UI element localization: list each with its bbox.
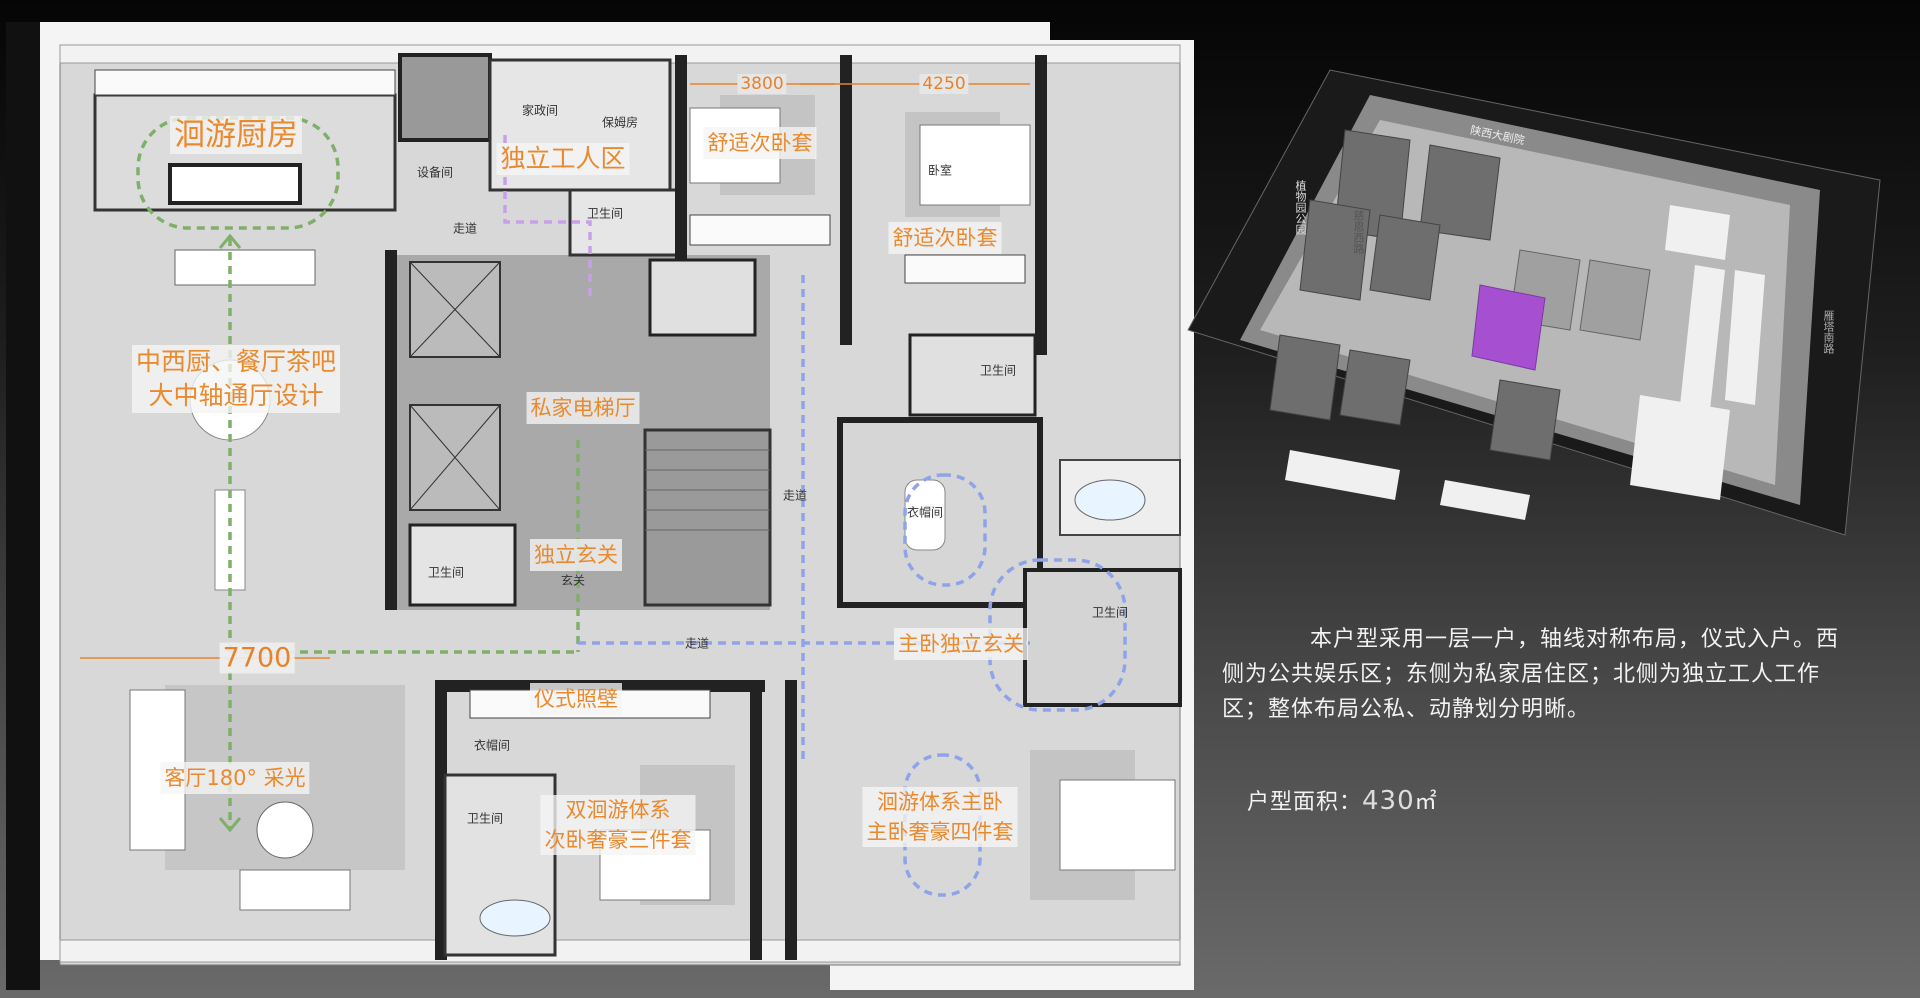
label-bedroom-a: 舒适次卧套 <box>703 127 817 159</box>
area-unit: ㎡ <box>1414 790 1438 815</box>
site-map <box>1187 69 1881 536</box>
bar-counter <box>174 249 316 286</box>
room-entry: 玄关 <box>560 573 586 588</box>
dimension-7700: 7700 <box>219 642 295 674</box>
worker-path <box>503 135 592 300</box>
room-bath-5: 卫生间 <box>466 811 504 826</box>
label-worker-zone: 独立工人区 <box>496 143 630 175</box>
bathtub <box>479 899 551 937</box>
room-closet-2: 衣帽间 <box>473 738 511 753</box>
label-elevator-hall: 私家电梯厅 <box>526 392 640 424</box>
closet-room <box>837 417 1043 608</box>
label-master-line2: 主卧奢豪四件套 <box>866 820 1014 844</box>
road-label-park: 植物园公园 <box>1294 180 1307 235</box>
bed-2 <box>919 124 1031 206</box>
label-dining-line1: 中西厨、餐厅茶吧 <box>135 347 337 376</box>
label-suite-line1: 双洄游体系 <box>565 798 671 822</box>
room-corridor-2: 走道 <box>782 488 808 503</box>
label-living: 客厅180° 采光 <box>160 762 310 794</box>
label-dining: 中西厨、餐厅茶吧 大中轴通厅设计 <box>131 345 341 413</box>
wardrobe <box>689 214 831 246</box>
dimension-3800: 3800 <box>737 74 787 94</box>
label-bedroom-b: 舒适次卧套 <box>888 222 1002 254</box>
label-dining-line2: 大中轴通厅设计 <box>148 381 324 410</box>
stairs <box>643 428 772 607</box>
room-closet-1: 衣帽间 <box>906 505 944 520</box>
kitchen-island <box>168 163 302 205</box>
label-master-line1: 洄游体系主卧 <box>877 790 1003 814</box>
road-label-west: 慈恩西路 <box>1352 210 1365 254</box>
area-value: 430 <box>1362 786 1415 816</box>
label-screen-wall: 仪式照壁 <box>530 683 622 715</box>
label-master: 洄游体系主卧 主卧奢豪四件套 <box>862 787 1018 847</box>
room-equipment: 设备间 <box>416 165 454 180</box>
room-bath-2: 卫生间 <box>979 363 1017 378</box>
room-nanny: 保姆房 <box>601 115 639 130</box>
room-bedroom: 卧室 <box>927 163 953 178</box>
room-corridor-1: 走道 <box>452 221 478 236</box>
label-kitchen: 洄游厨房 <box>170 116 302 154</box>
room-bath-1: 卫生间 <box>586 206 624 221</box>
area-label: 户型面积： <box>1247 790 1363 815</box>
label-foyer: 独立玄关 <box>530 539 622 571</box>
road-label-east: 雁塔南路 <box>1822 310 1835 354</box>
label-suite: 双洄游体系 次卧奢豪三件套 <box>540 795 696 855</box>
coffee-table <box>256 801 314 859</box>
dimension-4250: 4250 <box>919 74 969 94</box>
room-housekeeping: 家政间 <box>521 103 559 118</box>
master-bed <box>1059 779 1176 871</box>
label-suite-line2: 次卧奢豪三件套 <box>544 828 692 852</box>
description-text: 本户型采用一层一户，轴线对称布局，仪式入户。西侧为公共娱乐区；东侧为私家居住区；… <box>1222 627 1840 722</box>
room-bath-3: 卫生间 <box>427 565 465 580</box>
area-line: 户型面积：430㎡ <box>1247 784 1438 816</box>
room-corridor-3: 走道 <box>684 636 710 651</box>
towers <box>1269 129 1561 461</box>
room-bath-4: 卫生间 <box>1091 605 1129 620</box>
highlighted-building <box>1471 284 1546 371</box>
label-master-foyer: 主卧独立玄关 <box>894 628 1028 660</box>
